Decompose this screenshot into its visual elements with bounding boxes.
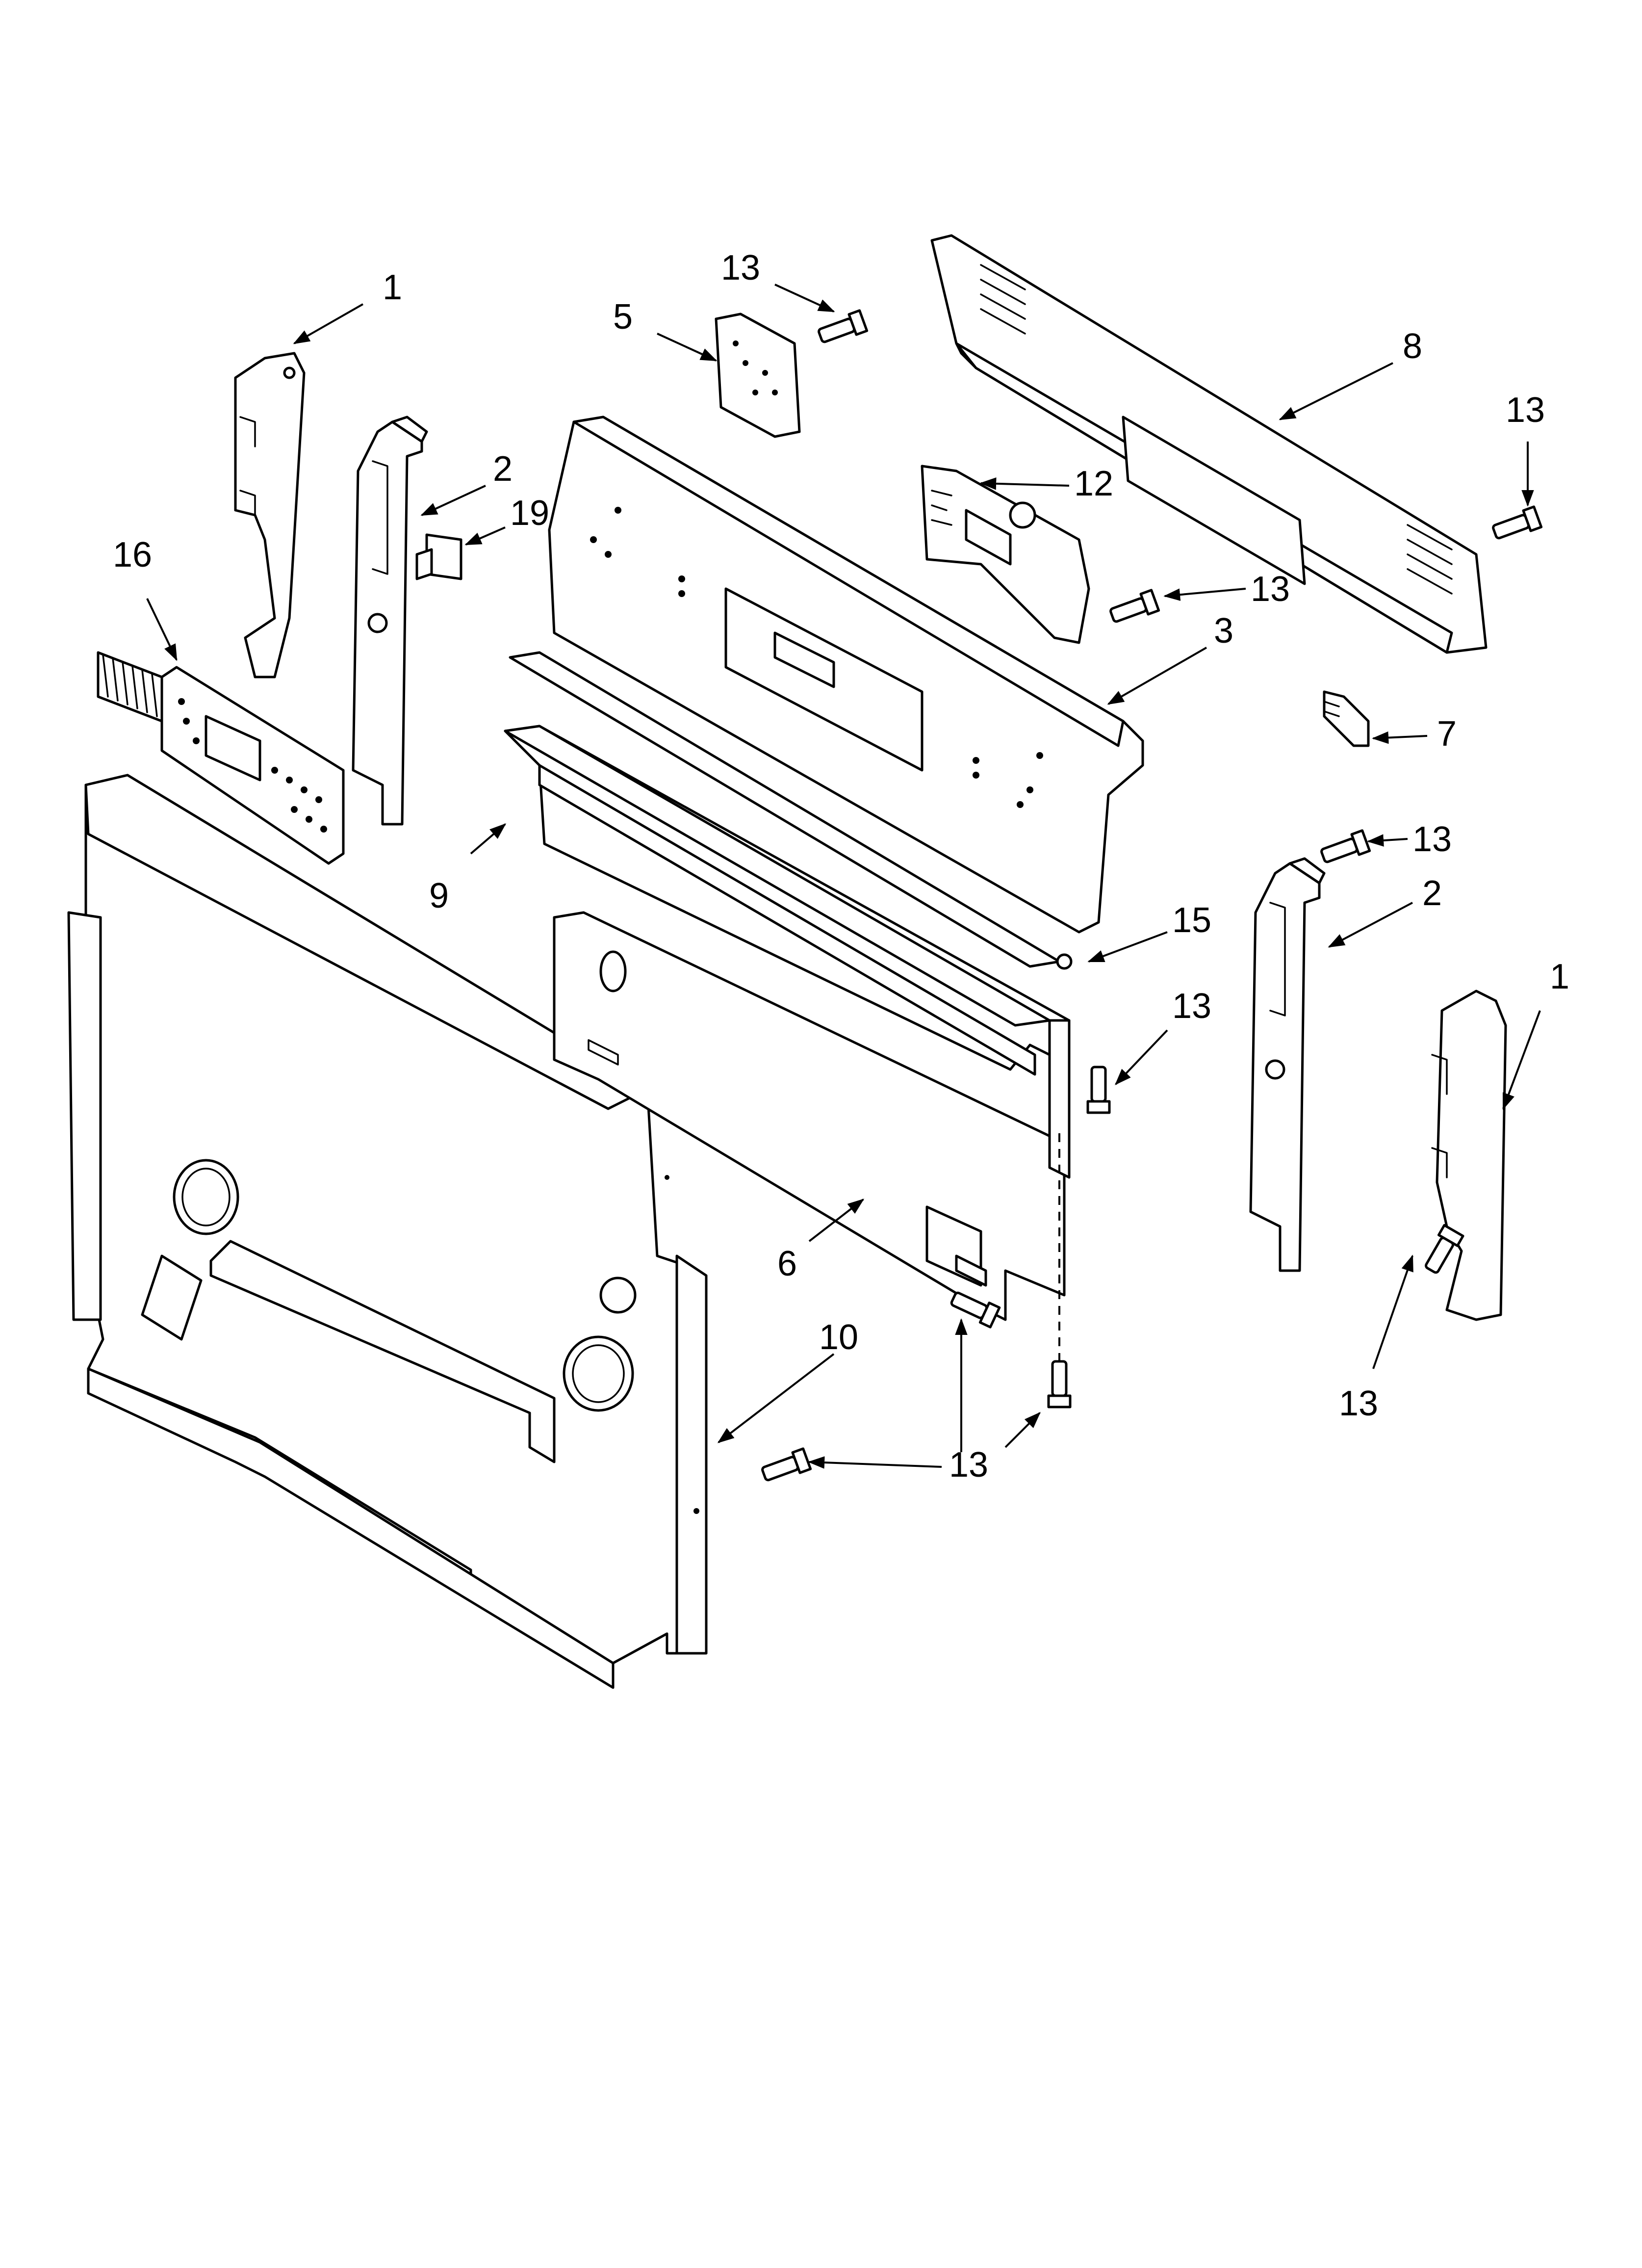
clip-part-15 [1056, 953, 1073, 970]
end-cap-right-part-1 [1431, 990, 1507, 1321]
bracket-clip-part-7 [1323, 690, 1370, 747]
callout-1-right: 1 [1550, 957, 1569, 996]
callout-6: 6 [777, 1244, 797, 1283]
callout-2-right: 2 [1422, 874, 1442, 913]
callout-13-top: 13 [721, 248, 760, 287]
side-bracket-right-part-2 [1249, 857, 1326, 1272]
callout-3: 3 [1214, 611, 1233, 651]
control-panel-part-3 [509, 416, 1144, 968]
screw-board [1109, 589, 1160, 623]
screw-right-mid [1320, 829, 1371, 863]
callout-13-right-mid: 13 [1412, 820, 1452, 859]
leader-lines [146, 284, 1541, 1469]
screw-lower-vertical [1047, 1360, 1072, 1408]
screw-right-bottom [1425, 1224, 1464, 1274]
plate-part-5 [715, 313, 801, 438]
channel-part-9 [504, 725, 1071, 1179]
callout-13-center: 13 [1172, 987, 1211, 1026]
callout-15: 15 [1172, 901, 1211, 940]
rear-panel-part-10 [67, 774, 708, 1689]
callout-13-right-top: 13 [1506, 391, 1545, 430]
side-bracket-left-part-2 [352, 416, 428, 826]
callout-5: 5 [613, 297, 633, 337]
screw-rear-panel [761, 1447, 812, 1482]
control-board-part-12 [921, 465, 1090, 644]
screw-center-vertical [1086, 1066, 1111, 1114]
callout-2-left: 2 [493, 449, 513, 489]
end-cap-left-part-1 [234, 352, 306, 678]
screws-part-13 [761, 309, 1543, 1482]
callout-12: 12 [1074, 464, 1113, 503]
callout-10: 10 [819, 1318, 858, 1357]
screw-right-top [1492, 505, 1543, 540]
callout-1-top: 1 [383, 268, 402, 307]
screw-panel-bottom [950, 1291, 1001, 1329]
callout-9: 9 [429, 876, 449, 915]
callout-19: 19 [510, 494, 549, 533]
callout-7: 7 [1437, 714, 1457, 754]
inner-panel-part-6 [553, 911, 1066, 1321]
callout-labels: 1 13 5 8 13 2 19 12 16 13 3 7 13 2 9 15 … [113, 248, 1569, 1485]
screw-top [818, 309, 869, 343]
keypad-overlay-part-16 [97, 651, 345, 865]
callout-13-board: 13 [1251, 570, 1290, 609]
clip-part-19 [415, 533, 462, 580]
callout-16: 16 [113, 535, 152, 574]
trim-part-8 [930, 234, 1488, 654]
callout-8: 8 [1403, 327, 1422, 366]
callout-13-bottom-right: 13 [1339, 1384, 1378, 1423]
callout-13-bottom: 13 [949, 1445, 988, 1485]
